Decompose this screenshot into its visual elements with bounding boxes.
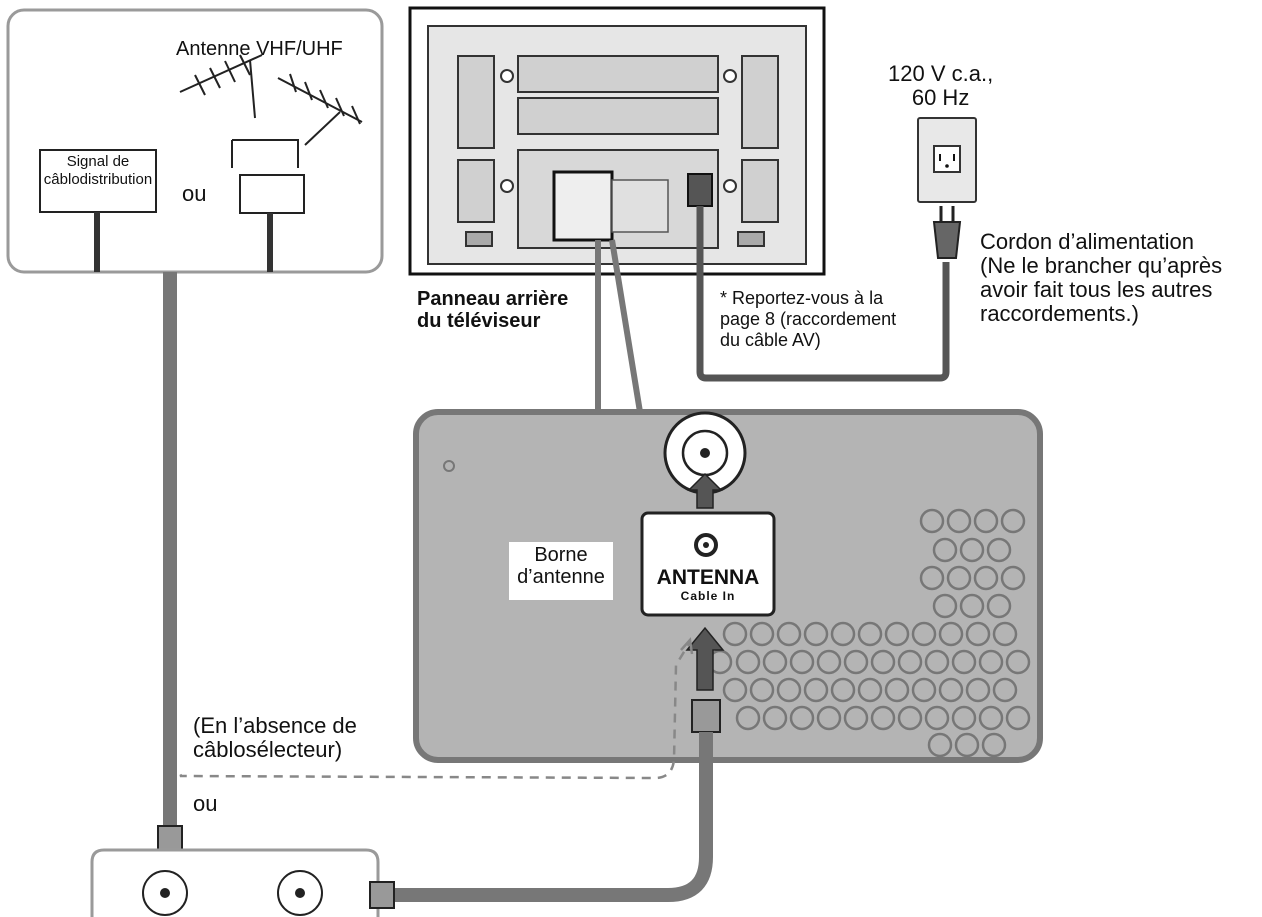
arrow-up-icon <box>687 472 723 509</box>
antenna-terminal-label: Borne d’antenne <box>509 542 613 600</box>
wall-outlet-icon <box>917 117 977 203</box>
or-label-top: ou <box>182 181 207 206</box>
antenna-jack-title: ANTENNA <box>656 566 760 589</box>
antenna-icon <box>179 54 363 168</box>
coax-cable-right <box>392 732 713 902</box>
no-cable-box-label: (En l’absence de câblosélecteur) <box>193 713 357 762</box>
av-note-label: * Reportez-vous à la page 8 (raccordemen… <box>720 288 897 350</box>
power-cord-label: Cordon d’alimentation (Ne le brancher qu… <box>980 229 1223 326</box>
coax-connector-right <box>691 699 721 733</box>
tv-power-inlet <box>687 173 713 207</box>
cable-box <box>90 848 380 917</box>
antenna-jack-sub: Cable In <box>680 589 736 603</box>
tv-terminal-highlight <box>552 170 614 242</box>
power-plug-icon <box>932 206 962 259</box>
antenna-adapter-box <box>239 174 305 214</box>
vent-holes <box>707 508 1031 758</box>
antenna-type-label: Antenne VHF/UHF <box>176 38 343 60</box>
power-cable <box>696 206 950 382</box>
or-label-bottom: ou <box>193 791 218 816</box>
coax-jack-icon <box>663 411 747 495</box>
rear-panel-label: Panneau arrière du téléviseur <box>417 288 569 332</box>
arrow-up-icon <box>685 626 725 691</box>
coax-connector-bottom <box>369 881 395 909</box>
antenna-label-plate <box>640 511 776 617</box>
power-spec-label: 120 V c.a., 60 Hz <box>888 61 994 110</box>
cable-signal-label: Signal de câblodistribution <box>43 153 153 188</box>
coax-jack-icon <box>142 870 323 916</box>
